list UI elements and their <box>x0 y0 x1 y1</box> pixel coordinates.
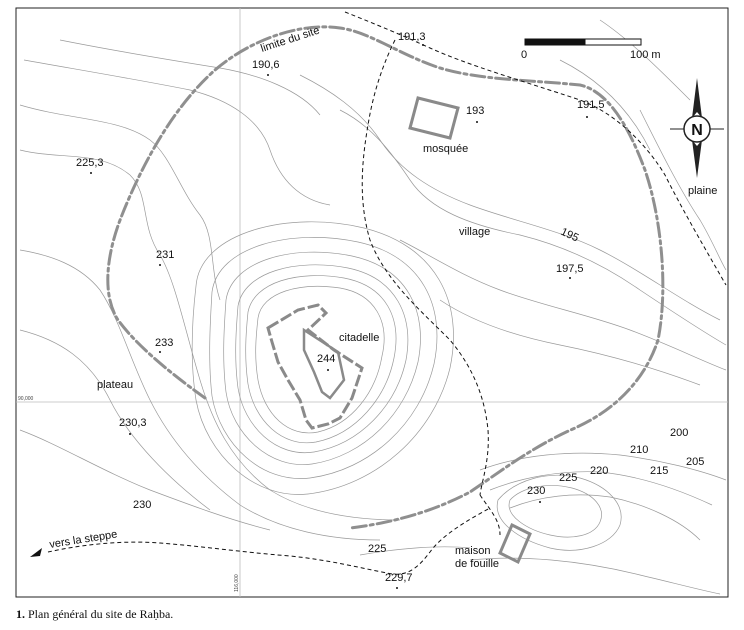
mosque-label: mosquée <box>423 143 468 155</box>
spot-height-190-6: 190,6 <box>252 59 280 71</box>
citadel-outline <box>266 303 364 430</box>
grid-label-vertical: 116,000 <box>234 574 240 592</box>
plain-label: plaine <box>688 185 717 197</box>
caption-number: 1. <box>16 607 25 621</box>
site-limit-label: limite du site <box>259 25 321 55</box>
spot-height-225-3: 225,3 <box>76 157 104 169</box>
mosque-building <box>408 96 460 140</box>
village-label: village <box>459 226 490 238</box>
spot-height-230-east: 230 <box>527 485 545 497</box>
contour-lines <box>19 19 727 595</box>
contour-label-210: 210 <box>630 444 648 456</box>
spot-height-191-5: 191,5 <box>577 99 605 111</box>
contour-label-215: 215 <box>650 465 668 477</box>
excavation-house-building <box>498 522 532 565</box>
structures <box>266 96 532 565</box>
north-arrow-icon <box>670 78 724 178</box>
north-letter: N <box>691 122 703 139</box>
grid-lines <box>16 8 728 597</box>
spot-height-193: 193 <box>466 105 484 117</box>
spot-height-244: 244 <box>317 353 335 365</box>
spot-height-233: 233 <box>155 337 173 349</box>
map-frame <box>15 7 729 598</box>
spot-height-191-3: 191,3 <box>398 31 426 43</box>
spot-height-dots <box>90 44 588 589</box>
spot-height-230-west: 230 <box>133 499 151 511</box>
scale-start-label: 0 <box>521 49 527 61</box>
contour-label-200: 200 <box>670 427 688 439</box>
citadel-label: citadelle <box>339 332 379 344</box>
contour-label-220: 220 <box>590 465 608 477</box>
spot-height-230-3: 230,3 <box>119 417 147 429</box>
steppe-arrow-head <box>30 548 42 557</box>
site-limit-boundary <box>106 25 665 530</box>
excavation-house-label-1: maison <box>455 545 490 557</box>
contour-label-225-east: 225 <box>559 472 577 484</box>
dashed-paths <box>47 11 727 575</box>
contour-label-225-south: 225 <box>368 543 386 555</box>
contour-label-195: 195 <box>559 226 581 245</box>
plateau-label: plateau <box>97 379 133 391</box>
citadel-inner-outline <box>302 327 346 400</box>
caption-text: Plan général du site de Raḥba. <box>28 607 174 621</box>
contour-label-205: 205 <box>686 456 704 468</box>
excavation-house-label-2: de fouille <box>455 558 499 570</box>
spot-height-229-7: 229,7 <box>385 572 413 584</box>
spot-height-197-5: 197,5 <box>556 263 584 275</box>
grid-label-horizontal: 90,000 <box>18 396 34 402</box>
spot-height-231: 231 <box>156 249 174 261</box>
scale-end-label: 100 m <box>630 49 661 61</box>
figure-caption: 1. Plan général du site de Raḥba. <box>16 607 173 622</box>
scale-bar <box>524 38 642 46</box>
steppe-label: vers la steppe <box>49 528 119 551</box>
